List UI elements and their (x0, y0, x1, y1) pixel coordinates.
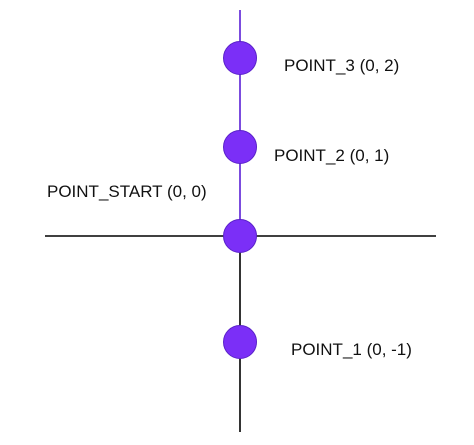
point-1-marker (223, 325, 257, 359)
point-start: POINT_START (0, 0) (47, 182, 257, 253)
point-start-marker (223, 219, 257, 253)
point-3: POINT_3 (0, 2) (223, 41, 399, 75)
point-2-marker (223, 130, 257, 164)
point-3-marker (223, 41, 257, 75)
point-2: POINT_2 (0, 1) (223, 130, 389, 165)
point-2-label: POINT_2 (0, 1) (274, 146, 389, 165)
point-1: POINT_1 (0, -1) (223, 325, 412, 359)
point-start-label: POINT_START (0, 0) (47, 182, 207, 201)
point-1-label: POINT_1 (0, -1) (291, 340, 412, 359)
point-3-label: POINT_3 (0, 2) (284, 56, 399, 75)
